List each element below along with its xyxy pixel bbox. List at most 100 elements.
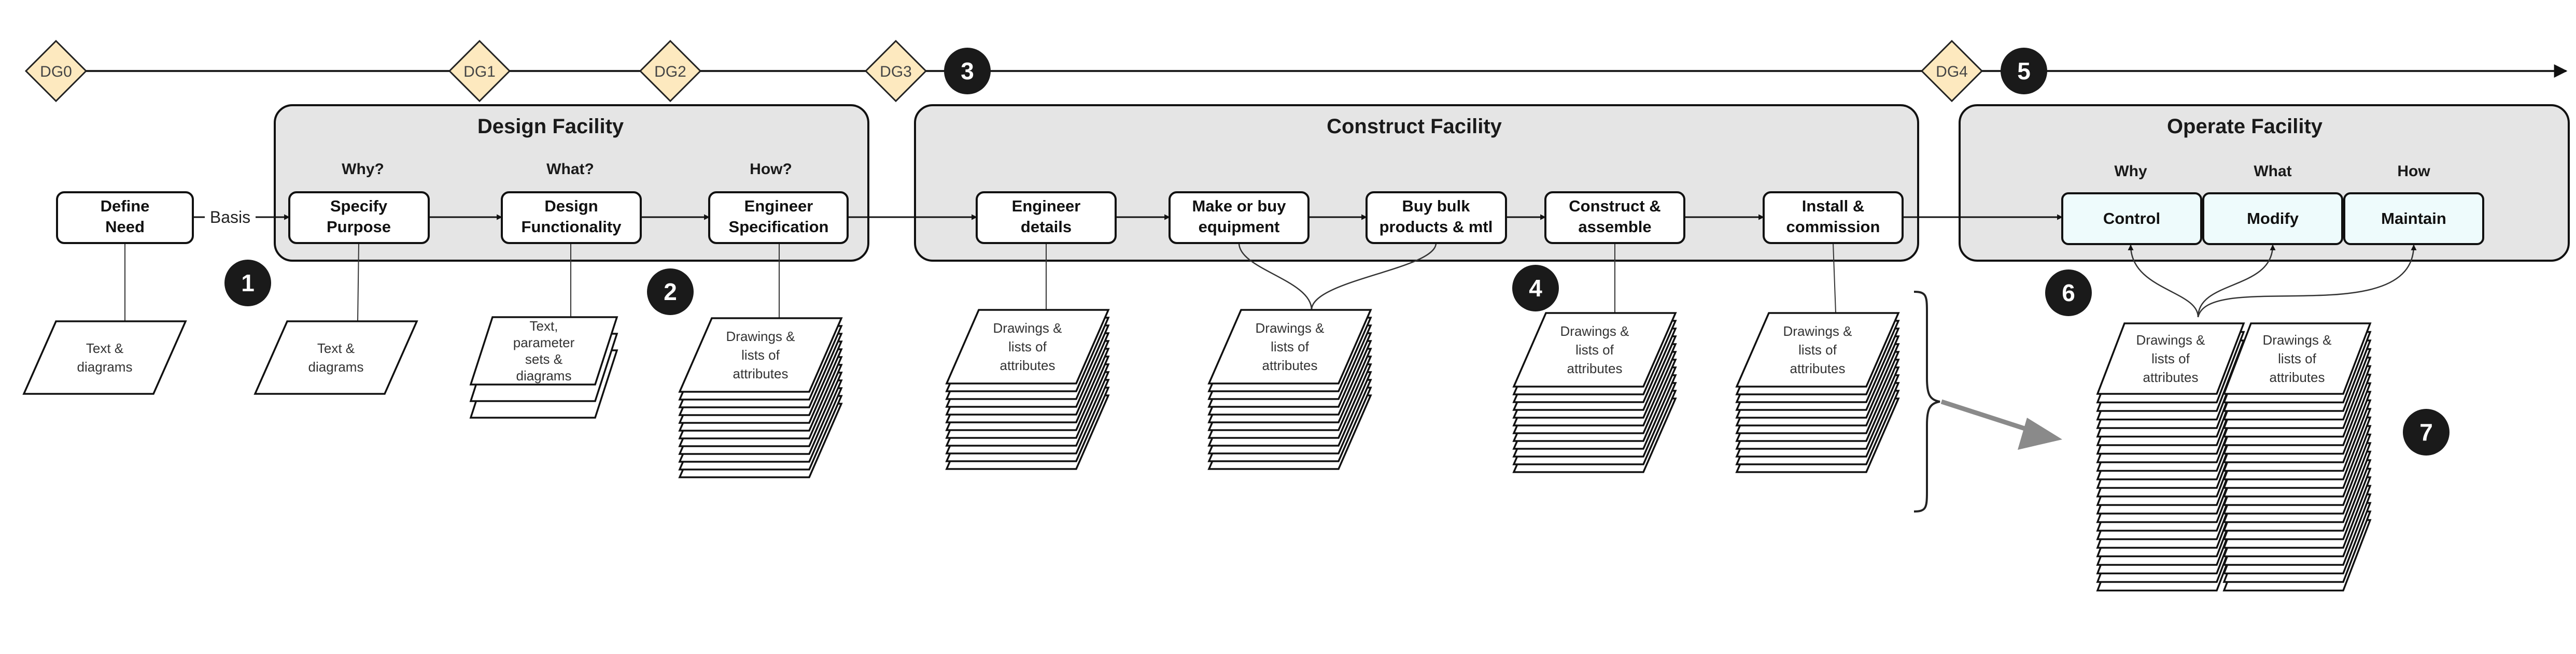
bracket-construct-docs	[1913, 291, 1940, 513]
box-construct-assemble-line2: assemble	[1578, 218, 1651, 236]
doc-specify-purpose: Text & diagrams	[254, 320, 418, 395]
arrow-to-maintain	[2197, 244, 2417, 318]
box-specify-purpose-line1: Specify	[330, 197, 388, 215]
doc-engineer-specification-text-line: lists of	[741, 347, 780, 363]
box-define-need-line2: Need	[105, 218, 145, 236]
doc-operate-left-text-line: attributes	[2143, 369, 2199, 385]
box-engineer-specification[interactable]: Engineer Specification	[708, 191, 849, 244]
doc-engineer-details-text-line: Drawings &	[993, 320, 1062, 336]
step-marker-7: 7	[2403, 409, 2450, 456]
link-install-doc	[1833, 243, 1836, 314]
step-marker-number: 7	[2419, 419, 2433, 446]
doc-define-need-text-line: Text &	[86, 340, 123, 356]
doc-specify-purpose-text-line: diagrams	[308, 359, 364, 375]
decision-gate-label: DG3	[880, 63, 912, 80]
box-make-or-buy-line2: equipment	[1199, 218, 1280, 236]
box-design-functionality[interactable]: Design Functionality	[501, 191, 642, 244]
doc-procurement: Drawings & lists of attributes	[1207, 309, 1372, 470]
doc-engineer-specification-text-line: attributes	[733, 366, 789, 381]
doc-design-functionality-text-line: parameter	[513, 335, 575, 350]
box-define-need[interactable]: Define Need	[56, 191, 194, 244]
box-maintain-label: Maintain	[2381, 209, 2446, 228]
doc-operate-right-text-line: attributes	[2270, 369, 2325, 385]
doc-engineer-details-text-line: lists of	[1008, 339, 1047, 354]
box-construct-assemble-line1: Construct &	[1569, 197, 1660, 215]
link-specify-doc	[357, 243, 359, 322]
box-engineer-details[interactable]: Engineer details	[976, 191, 1117, 244]
box-control-label: Control	[2103, 209, 2160, 228]
step-marker-3: 3	[944, 48, 991, 94]
doc-install-commission-text-line: lists of	[1798, 342, 1837, 358]
doc-design-functionality-text-line: Text,	[530, 318, 558, 334]
step-marker-4: 4	[1512, 265, 1559, 311]
step-marker-number: 5	[2017, 58, 2031, 84]
doc-operate-right: Drawings & lists of attributes	[2222, 322, 2372, 592]
question-why: Why?	[342, 161, 384, 178]
doc-procurement-text-line: Drawings &	[1256, 320, 1325, 336]
box-install-commission-line1: Install &	[1802, 197, 1865, 215]
decision-gate-label: DG1	[463, 63, 496, 80]
box-modify[interactable]: Modify	[2202, 192, 2343, 245]
doc-operate-right-text-line: lists of	[2278, 351, 2316, 366]
decision-gate-label: DG4	[1936, 63, 1968, 80]
box-install-commission-line2: commission	[1786, 218, 1880, 236]
question-what: What?	[546, 161, 594, 178]
arrow-to-modify	[2197, 244, 2276, 318]
step-marker-2: 2	[647, 268, 694, 315]
box-modify-label: Modify	[2247, 209, 2299, 228]
decision-gate-dg1: DG1	[448, 39, 511, 103]
doc-design-functionality-text-line: sets &	[525, 351, 562, 367]
doc-engineer-specification-text-line: Drawings &	[726, 329, 795, 344]
operate-facility-title: Operate Facility	[2167, 115, 2323, 138]
box-engineer-details-line1: Engineer	[1012, 197, 1081, 215]
box-buy-bulk[interactable]: Buy bulk products & mtl	[1366, 191, 1507, 244]
basis-label-bg	[205, 205, 256, 228]
step-marker-6: 6	[2045, 269, 2092, 316]
doc-procurement-text-line: attributes	[1262, 358, 1318, 373]
op-question-what: What	[2254, 163, 2291, 180]
doc-install-commission-text-line: attributes	[1790, 361, 1846, 376]
box-specify-purpose[interactable]: Specify Purpose	[288, 191, 430, 244]
doc-construct-assemble-text-line: attributes	[1567, 361, 1623, 376]
box-buy-bulk-line2: products & mtl	[1380, 218, 1493, 236]
box-maintain[interactable]: Maintain	[2343, 192, 2484, 245]
doc-procurement-text-line: lists of	[1271, 339, 1309, 354]
decision-gate-dg4: DG4	[1920, 39, 1983, 103]
box-control[interactable]: Control	[2061, 192, 2202, 245]
doc-install-commission-text-line: Drawings &	[1783, 323, 1852, 339]
doc-operate-left-text-line: Drawings &	[2136, 332, 2205, 348]
markers-layer: 1 2 3 4 5 6 7	[224, 48, 2450, 456]
step-marker-number: 3	[961, 58, 974, 84]
box-engineer-specification-line1: Engineer	[744, 197, 813, 215]
box-design-functionality-line2: Functionality	[522, 218, 622, 236]
box-make-or-buy[interactable]: Make or buy equipment	[1169, 191, 1310, 244]
doc-specify-purpose-text-line: Text &	[317, 340, 355, 356]
op-question-why: Why	[2114, 163, 2147, 180]
box-engineer-specification-line2: Specification	[729, 218, 829, 236]
step-marker-number: 2	[664, 278, 677, 305]
doc-engineer-details-text-line: attributes	[1000, 358, 1055, 373]
step-marker-5: 5	[2001, 48, 2047, 94]
doc-design-functionality-text-line: diagrams	[516, 368, 572, 383]
box-define-need-line1: Define	[101, 197, 150, 215]
box-install-commission[interactable]: Install & commission	[1763, 191, 1904, 244]
question-how: How?	[750, 161, 792, 178]
basis-label: Basis	[210, 208, 250, 226]
doc-construct-assemble-text-line: lists of	[1575, 342, 1614, 358]
grey-arrow-to-operations	[1940, 399, 2062, 450]
box-design-functionality-line1: Design	[544, 197, 598, 215]
step-marker-number: 6	[2062, 279, 2075, 306]
doc-operate-right-text-line: Drawings &	[2263, 332, 2332, 348]
arrow-to-control	[2128, 244, 2199, 318]
step-marker-number: 1	[241, 269, 255, 296]
decision-gate-dg3: DG3	[864, 39, 927, 103]
step-marker-1: 1	[224, 260, 271, 306]
doc-define-need: Text &diagrams	[22, 320, 187, 395]
box-construct-assemble[interactable]: Construct & assemble	[1544, 191, 1685, 244]
